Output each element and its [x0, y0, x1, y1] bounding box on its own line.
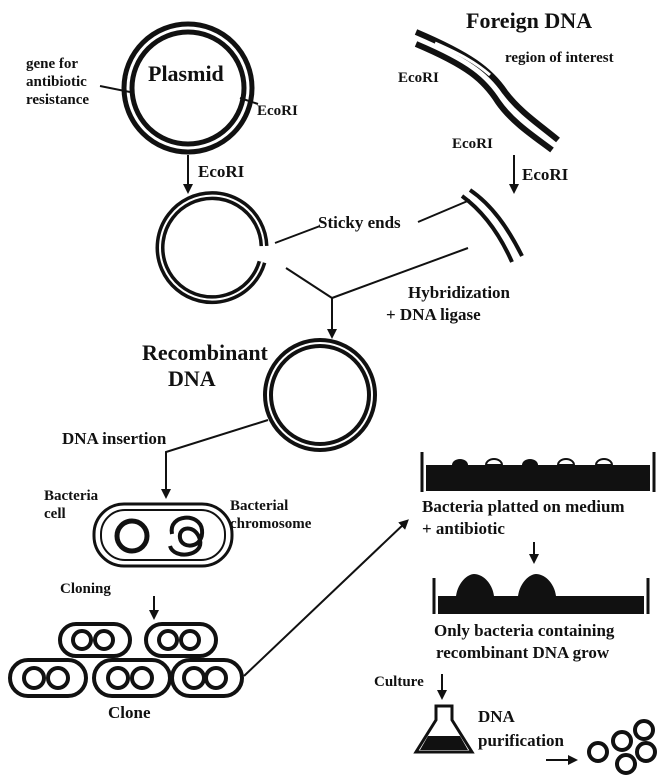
petri-plate-initial [422, 452, 654, 492]
recombinant-plasmid [268, 343, 372, 447]
clone-cell [172, 660, 242, 696]
chromosome-label-line2: chromosome [230, 516, 312, 532]
bacteria-label-line1: Bacteria [44, 488, 99, 504]
plated-label-line2: + antibiotic [422, 519, 505, 538]
gene-label-line2: antibiotic [26, 74, 87, 90]
chromosome-label-line1: Bacterial [230, 498, 288, 514]
purification-label-line2: purification [478, 731, 564, 750]
foreign-dna-label: Foreign DNA [466, 8, 592, 33]
ecori-arrow-right-label: EcoRI [522, 165, 569, 184]
dna-ligase-label: + DNA ligase [386, 305, 481, 324]
ecori-foreign-left-label: EcoRI [398, 70, 439, 86]
clone-cell [60, 624, 130, 656]
purified-plasmids [589, 721, 655, 773]
foreign-dna-fragment [462, 190, 522, 262]
merge-line-left [286, 268, 332, 298]
clone-to-plate-arrow [244, 522, 406, 676]
clone-label: Clone [108, 703, 151, 722]
insertion-arrow [166, 420, 268, 495]
culture-label: Culture [374, 674, 424, 690]
gene-label-line3: resistance [26, 92, 89, 108]
cloning-label: Cloning [60, 581, 111, 597]
ecori-arrow-left-label: EcoRI [198, 162, 245, 181]
clone-cell [94, 660, 170, 696]
recombinant-label-line1: Recombinant [142, 340, 269, 365]
sticky-ends-label: Sticky ends [318, 213, 401, 232]
clone-cells [10, 624, 242, 696]
cut-plasmid [160, 196, 264, 300]
plasmid-label: Plasmid [148, 61, 224, 86]
ecori-plasmid-site-label: EcoRI [257, 103, 298, 119]
gene-label-line1: gene for [26, 56, 78, 72]
only-label-line1: Only bacteria containing [434, 621, 615, 640]
dna-insertion-label: DNA insertion [62, 429, 167, 448]
bacteria-label-line2: cell [44, 506, 66, 522]
sticky-pointer-right [418, 200, 470, 222]
sticky-pointer-left [275, 226, 320, 243]
petri-plate-selected [434, 574, 648, 614]
plasmid-ring [124, 24, 252, 152]
flask-icon [416, 706, 472, 752]
clone-cell [146, 624, 216, 656]
recombinant-label-line2: DNA [168, 366, 216, 391]
only-label-line2: recombinant DNA grow [436, 643, 610, 662]
purification-label-line1: DNA [478, 707, 516, 726]
hybridization-label: Hybridization [408, 283, 511, 302]
bacteria-cell [94, 504, 232, 566]
region-of-interest-label: region of interest [505, 50, 614, 66]
ecori-foreign-right-label: EcoRI [452, 136, 493, 152]
plated-label-line1: Bacteria platted on medium [422, 497, 625, 516]
clone-cell [10, 660, 86, 696]
